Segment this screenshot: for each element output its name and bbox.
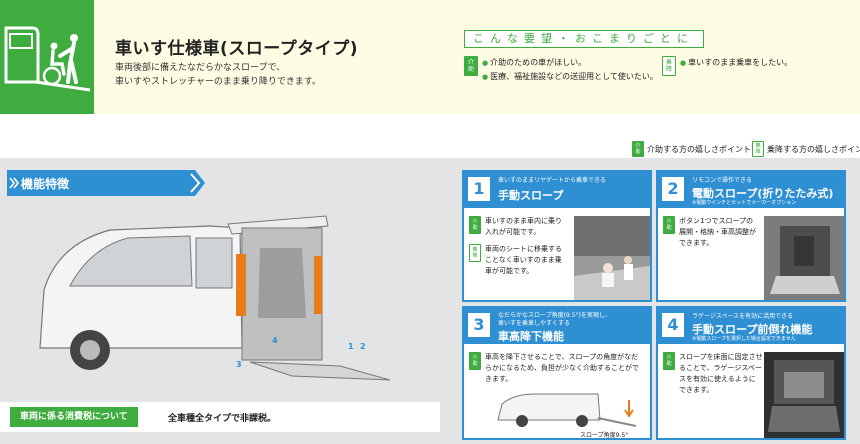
caregiver-badge-icon: 介助 <box>469 216 481 234</box>
card-header: 2 リモコンで操作できる 電動スロープ(折りたたみ式) ※電動ウインチとセットで… <box>658 172 844 208</box>
wish-list-passenger: 乗降 車いすのまま乗車をしたい。 <box>662 56 792 76</box>
card-photo <box>764 352 844 438</box>
caregiver-badge-icon: 介助 <box>663 216 675 234</box>
features-tab-label: 機能特徴 <box>21 177 70 191</box>
description-line: 車いすやストレッチャーのまま乗り降りできます。 <box>115 77 322 87</box>
legend-caregiver: 介助 介助する方の嬉しさポイント <box>632 141 751 157</box>
caregiver-badge-icon: 介助 <box>469 352 481 370</box>
card-title: 車高降下機能 <box>498 330 564 343</box>
car-marker-2: 2 <box>360 342 366 351</box>
card-text: ボタン1つでスロープの <box>679 217 754 225</box>
caregiver-badge-icon: 介助 <box>663 352 675 370</box>
card-text: らかになるため、負担が少なく介助することがで <box>485 364 639 372</box>
car-marker-1: 1 <box>348 342 354 351</box>
features-section: 機能特徴 4 1 2 3 車両に係る消費税について 全車種全タイプで非課税。 <box>0 158 860 444</box>
description-line: 車両後部に備えたなだらかなスロープで、 <box>115 63 286 73</box>
card-note: ※電動ウインチとセットでメーカーオプション <box>692 200 797 206</box>
card-number: 4 <box>662 313 684 337</box>
card-text: 車両のシートに移乗する <box>485 245 562 253</box>
card-header: 3 なだらかなスロープ角度(9.5°)を実現し、 車いすを乗車しやすくする 車高… <box>464 308 650 344</box>
car-marker-3: 3 <box>236 360 242 369</box>
legend-passenger: 乗降 乗降する方の嬉しさポイント <box>752 141 860 157</box>
card-title: 手動スロープ前倒れ機能 <box>692 323 813 336</box>
card-text: スを有効に使えるように <box>679 375 756 383</box>
feature-card-3: 3 なだらかなスロープ角度(9.5°)を実現し、 車いすを乗車しやすくする 車高… <box>462 306 652 440</box>
passenger-badge-icon: 乗降 <box>469 244 481 262</box>
card-text: できます。 <box>679 239 714 247</box>
passenger-badge-icon: 乗降 <box>752 141 764 157</box>
tax-label: 車両に係る消費税について <box>10 407 138 427</box>
tax-banner: 車両に係る消費税について 全車種全タイプで非課税。 <box>0 402 440 432</box>
card-subtitle: 車いすを乗車しやすくする <box>498 320 570 327</box>
page-title: 車いす仕様車(スロープタイプ) <box>115 39 359 59</box>
card-subtitle: リモコンで操作できる <box>692 177 752 184</box>
card-photo <box>764 216 844 300</box>
card-text: スロープを床面に固定させ <box>679 353 763 361</box>
feature-card-1: 1 車いすのままリヤゲートから乗車できる 手動スロープ 介助 車いすのまま車内に… <box>462 170 652 302</box>
card-number: 3 <box>468 313 490 337</box>
list-item: 介助のための車がほしい。 <box>482 56 658 70</box>
card-header: 1 車いすのままリヤゲートから乗車できる 手動スロープ <box>464 172 650 208</box>
wish-heading: こんな要望・おこまりごとに <box>464 30 704 48</box>
van-side-icon <box>497 393 637 427</box>
card-text: できます。 <box>679 386 714 394</box>
passenger-badge-icon: 乗降 <box>662 56 676 76</box>
card-text: 入れが可能です。 <box>485 228 541 236</box>
card-note: ※電動スロープを選択した場合設定できません <box>692 336 796 342</box>
wish-list-caregiver: 介助 介助のための車がほしい。 医療、福祉施設などの送迎用として使いたい。 <box>464 56 658 84</box>
card-text: きます。 <box>485 375 513 383</box>
tax-text: 全車種全タイプで非課税。 <box>168 414 277 424</box>
car-illustration: 4 1 2 3 <box>10 198 450 398</box>
card-title: 手動スロープ <box>498 189 564 202</box>
card-text: ことなく車いすのまま乗 <box>485 256 562 264</box>
wheelchair-van-icon <box>0 0 94 114</box>
card-number: 2 <box>662 177 684 201</box>
feature-card-4: 4 ラゲージスペースを有効に活用できる 手動スロープ前倒れ機能 ※電動スロープを… <box>656 306 846 440</box>
card-text: 車高を降下させることで、スロープの角度がなだ <box>485 353 639 361</box>
card-subtitle: なだらかなスロープ角度(9.5°)を実現し、 <box>498 312 611 319</box>
card-text: 展開・格納・車高調整が <box>679 228 756 236</box>
caregiver-badge-icon: 介助 <box>464 56 478 76</box>
legend-label: 乗降する方の嬉しさポイント <box>767 144 860 154</box>
slope-caption: スロープ角度9.5° <box>580 432 629 439</box>
card-photo <box>574 216 650 300</box>
legend-label: 介助する方の嬉しさポイント <box>647 144 751 154</box>
list-item: 車いすのまま乗車をしたい。 <box>680 56 792 70</box>
card-text: 車が可能です。 <box>485 267 534 275</box>
list-item: 医療、福祉施設などの送迎用として使いたい。 <box>482 70 658 84</box>
card-text: ることで、ラゲージスペー <box>679 364 762 372</box>
caregiver-badge-icon: 介助 <box>632 141 644 157</box>
header-section: 車いす仕様車(スロープタイプ) 車両後部に備えたなだらかなスロープで、 車いすや… <box>0 0 860 114</box>
card-number: 1 <box>468 177 490 201</box>
car-marker-4: 4 <box>272 336 278 345</box>
card-text: 車いすのまま車内に乗り <box>485 217 562 225</box>
card-title: 電動スロープ(折りたたみ式) <box>692 187 834 200</box>
card-subtitle: ラゲージスペースを有効に活用できる <box>692 313 794 320</box>
card-header: 4 ラゲージスペースを有効に活用できる 手動スロープ前倒れ機能 ※電動スロープを… <box>658 308 844 344</box>
card-subtitle: 車いすのままリヤゲートから乗車できる <box>498 177 606 184</box>
feature-card-2: 2 リモコンで操作できる 電動スロープ(折りたたみ式) ※電動ウインチとセットで… <box>656 170 846 302</box>
features-tab: 機能特徴 <box>7 170 207 196</box>
header-description: 車両後部に備えたなだらかなスロープで、 車いすやストレッチャーのまま乗り降りでき… <box>115 61 321 89</box>
